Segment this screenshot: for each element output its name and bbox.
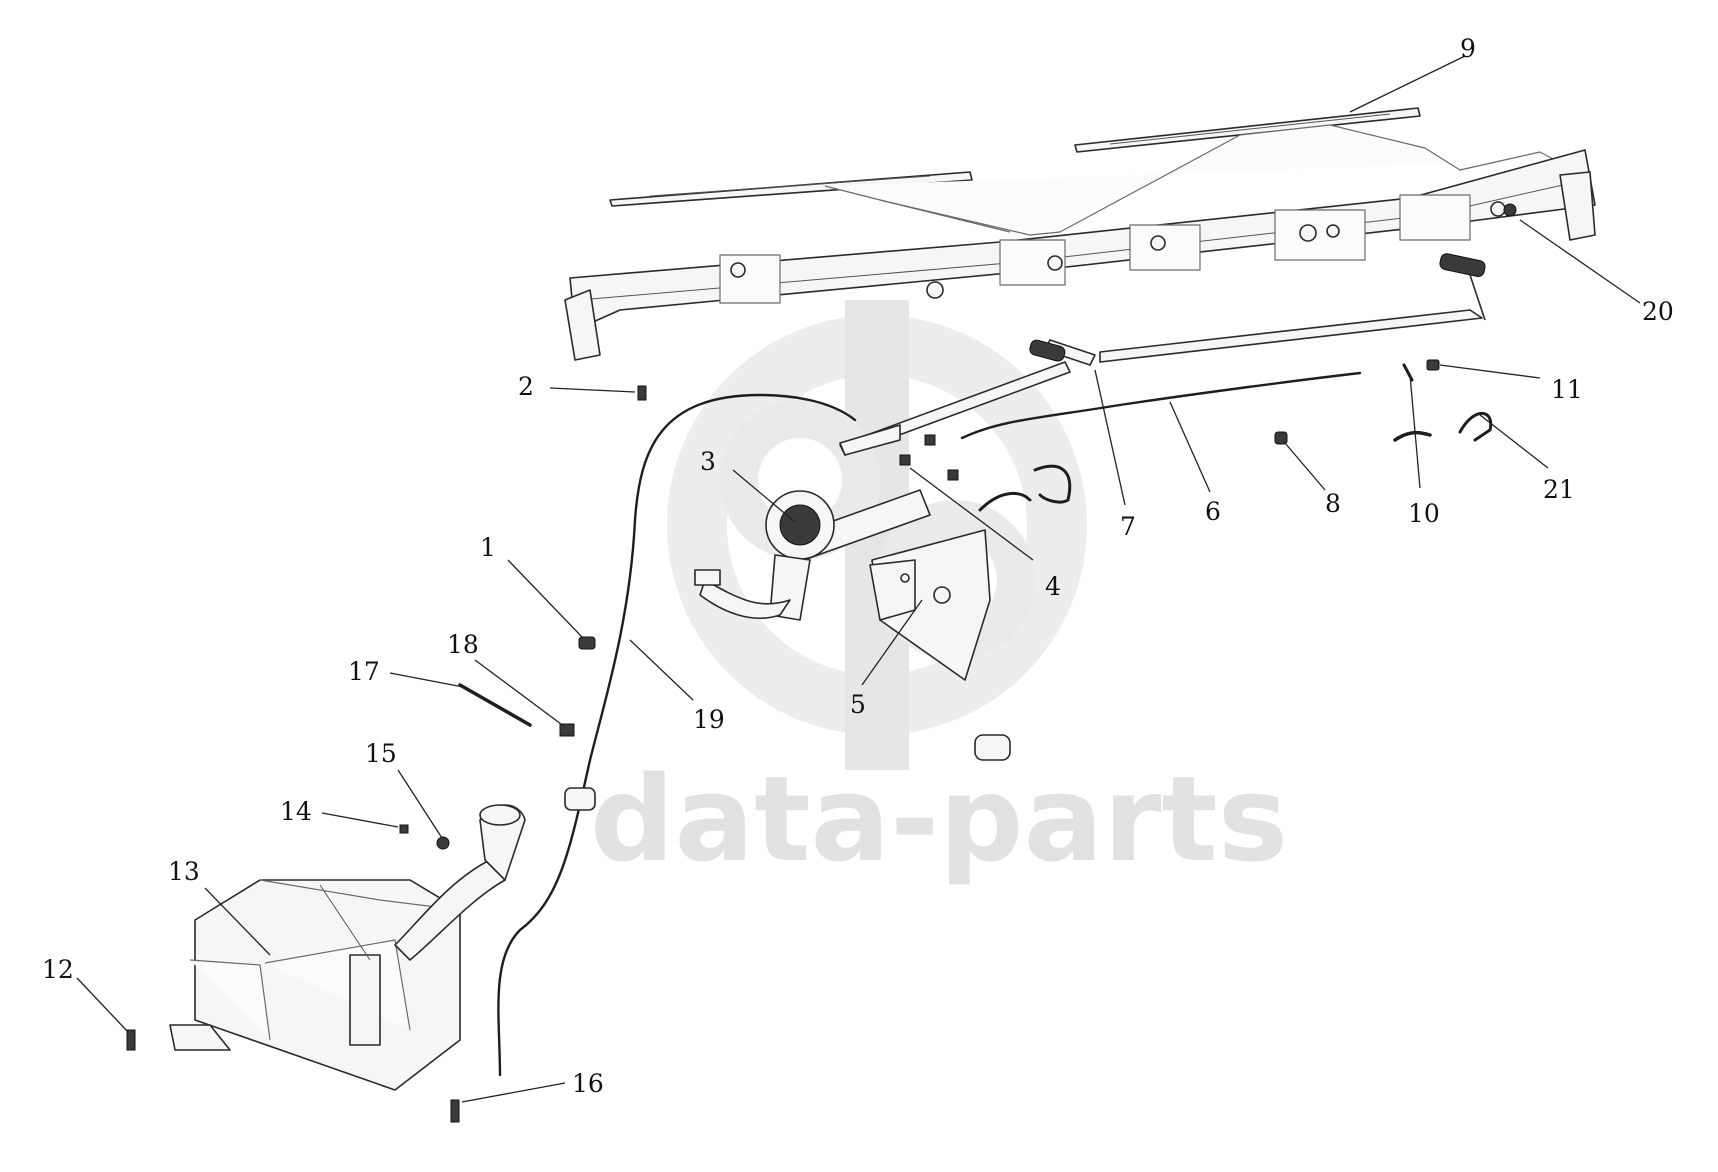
fastener-11 [1426, 359, 1440, 371]
callout-6: 6 [1205, 497, 1221, 526]
callout-8: 8 [1325, 489, 1341, 518]
fastener-15 [436, 836, 450, 850]
cowl-crossmember [564, 124, 1596, 361]
callout-10: 10 [1408, 499, 1440, 528]
nozzle-parts-4 [899, 434, 1072, 512]
fastener-2 [637, 385, 647, 401]
fastener-14 [399, 824, 409, 834]
wiper-motor [694, 489, 931, 621]
grommet [974, 734, 1011, 761]
fastener-16 [450, 1099, 460, 1123]
callout-labels: 9 20 2 11 3 4 7 6 8 10 21 1 5 18 17 19 1… [42, 34, 1674, 1098]
callout-15: 15 [365, 739, 397, 768]
watermark-logo [667, 300, 1087, 770]
callout-20: 20 [1642, 297, 1674, 326]
callout-17: 17 [348, 657, 380, 686]
callout-16: 16 [572, 1069, 604, 1098]
wiper-blades [609, 107, 1421, 207]
fastener-1 [578, 636, 596, 650]
callout-4: 4 [1045, 572, 1061, 601]
callout-7: 7 [1120, 512, 1136, 541]
callout-19: 19 [693, 705, 725, 734]
watermark-text: data-parts [590, 750, 1288, 888]
fastener-12 [126, 1029, 136, 1051]
fastener-8 [1274, 431, 1288, 445]
callout-3: 3 [700, 447, 716, 476]
callout-14: 14 [280, 797, 312, 826]
callout-2: 2 [518, 372, 534, 401]
callout-21: 21 [1543, 475, 1575, 504]
callout-18: 18 [447, 630, 479, 659]
leader-lines [76, 55, 1641, 1103]
callout-11: 11 [1551, 375, 1583, 404]
clip-18 [559, 723, 575, 737]
callout-12: 12 [42, 955, 74, 984]
washer-reservoir [169, 804, 526, 1091]
link-rod [960, 371, 1362, 440]
washer-hose [497, 393, 857, 1077]
callout-1: 1 [480, 533, 496, 562]
callout-9: 9 [1460, 34, 1476, 63]
wiper-linkage [839, 253, 1486, 456]
hose-joint [564, 787, 596, 811]
nozzle-parts-10-21 [1393, 363, 1493, 442]
cable-tie-17 [458, 683, 532, 727]
callout-13: 13 [168, 857, 200, 886]
callout-5: 5 [850, 690, 866, 719]
